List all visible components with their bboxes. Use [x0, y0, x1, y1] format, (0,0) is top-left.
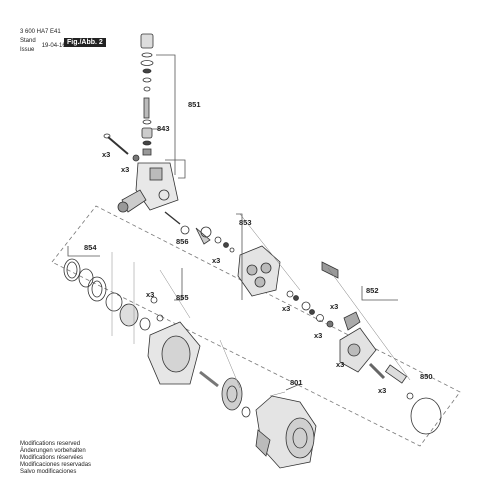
- pump-head-housing: [117, 159, 186, 213]
- motor-801: [255, 383, 317, 469]
- callout-856: 856: [176, 237, 189, 246]
- bolt-set-top-left: [103, 133, 140, 162]
- part-group-851: [140, 33, 176, 175]
- qty-marker: x3: [282, 304, 290, 313]
- callout-852: 852: [366, 286, 379, 295]
- callout-801: 801: [290, 378, 303, 387]
- assembly-frame: [51, 205, 461, 447]
- qty-marker: x3: [146, 290, 154, 299]
- part-group-852: [321, 261, 414, 400]
- qty-marker: x3: [102, 150, 110, 159]
- footer-line: Änderungen vorbehalten: [20, 448, 86, 454]
- footer-line: Salvo modificaciones: [20, 469, 77, 475]
- qty-marker: x3: [121, 165, 129, 174]
- part-number: 3 600 HA7 E41: [20, 29, 61, 35]
- qty-marker: x3: [330, 302, 338, 311]
- callout-850: 850: [420, 372, 433, 381]
- callout-853: 853: [239, 218, 252, 227]
- footer-line: Modifications réservées: [20, 455, 84, 461]
- issue-label: Issue: [20, 47, 35, 53]
- qty-marker: x3: [378, 386, 386, 395]
- drawing-header: 3 600 HA7 E41 Stand Issue 19-04-16: [20, 28, 66, 55]
- part-group-853: [200, 213, 334, 328]
- part-group-855: [105, 268, 219, 388]
- part-group-854: [63, 246, 107, 302]
- callout-854: 854: [84, 243, 97, 252]
- figure-badge: Fig./Abb. 2: [64, 38, 106, 47]
- footer-notes: Modifications reserved Änderungen vorbeh…: [20, 441, 91, 476]
- issue-row: Stand Issue 19-04-16: [20, 37, 66, 55]
- issue-date: 19-04-16: [41, 42, 66, 49]
- callout-843: 843: [157, 124, 170, 133]
- footer-line: Modifications reserved: [20, 441, 81, 447]
- qty-marker: x3: [212, 256, 220, 265]
- stand-label: Stand: [20, 38, 36, 44]
- qty-marker: x3: [314, 331, 322, 340]
- callout-855: 855: [176, 293, 189, 302]
- footer-line: Modificaciones reservadas: [20, 462, 92, 468]
- o-ring-850: [410, 397, 442, 435]
- callout-851: 851: [188, 100, 201, 109]
- impeller: [221, 377, 251, 418]
- qty-marker: x3: [336, 360, 344, 369]
